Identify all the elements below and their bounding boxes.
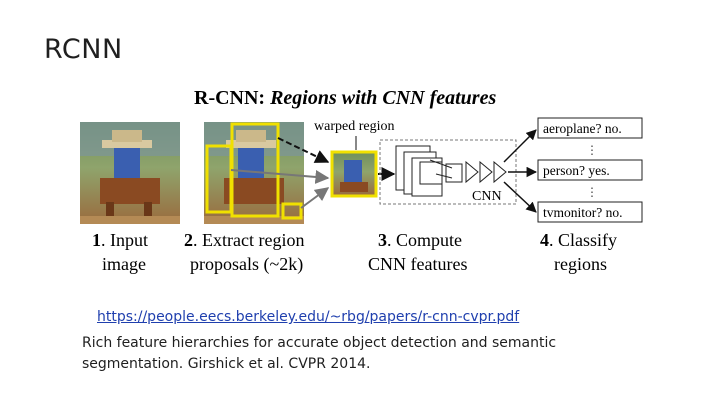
cnn-label: CNN — [472, 189, 502, 204]
svg-text:4. Classify: 4. Classify — [540, 230, 617, 250]
output-person: person? yes. — [537, 159, 643, 181]
figure-title: R-CNN: Regions with CNN features — [194, 87, 496, 109]
step-3: 3. Compute CNN features — [368, 230, 467, 274]
output-label-aeroplane: aeroplane? no. — [543, 121, 622, 136]
svg-text:2. Extract region: 2. Extract region — [184, 230, 304, 250]
step-4: 4. Classify regions — [540, 230, 617, 274]
slide-title: RCNN — [44, 34, 123, 65]
cnn-layers — [395, 145, 507, 197]
svg-text:image: image — [102, 254, 146, 274]
proposal-box-small — [281, 202, 303, 220]
ellipsis-2: ⋮ — [586, 185, 598, 199]
rcnn-diagram: R-CNN: Regions with CNN features warped … — [80, 87, 643, 275]
figure-title-prefix: R-CNN: — [194, 87, 270, 109]
ellipsis-1: ⋮ — [586, 143, 598, 157]
step-2: 2. Extract region proposals (~2k) — [184, 230, 304, 275]
warped-region-label: warped region — [314, 119, 394, 134]
output-label-tvmonitor: tvmonitor? no. — [543, 205, 623, 220]
svg-text:regions: regions — [554, 254, 607, 274]
svg-text:1. Input: 1. Input — [92, 230, 148, 250]
output-tvmonitor: tvmonitor? no. — [537, 201, 643, 223]
warped-region — [330, 150, 378, 198]
input-image — [80, 122, 180, 224]
proposal-box-left — [205, 144, 233, 214]
output-aeroplane: aeroplane? no. — [537, 117, 643, 139]
figure-title-italic: Regions with CNN features — [269, 87, 496, 109]
paper-caption: Rich feature hierarchies for accurate ob… — [82, 335, 557, 372]
step-1: 1. Input image — [92, 230, 148, 274]
paper-link[interactable]: https://people.eecs.berkeley.edu/~rbg/pa… — [97, 309, 520, 325]
proposals-image — [204, 122, 304, 224]
svg-text:CNN features: CNN features — [368, 254, 467, 274]
output-label-person: person? yes. — [543, 163, 610, 178]
svg-text:proposals (~2k): proposals (~2k) — [190, 254, 303, 275]
svg-text:3. Compute: 3. Compute — [378, 230, 462, 250]
